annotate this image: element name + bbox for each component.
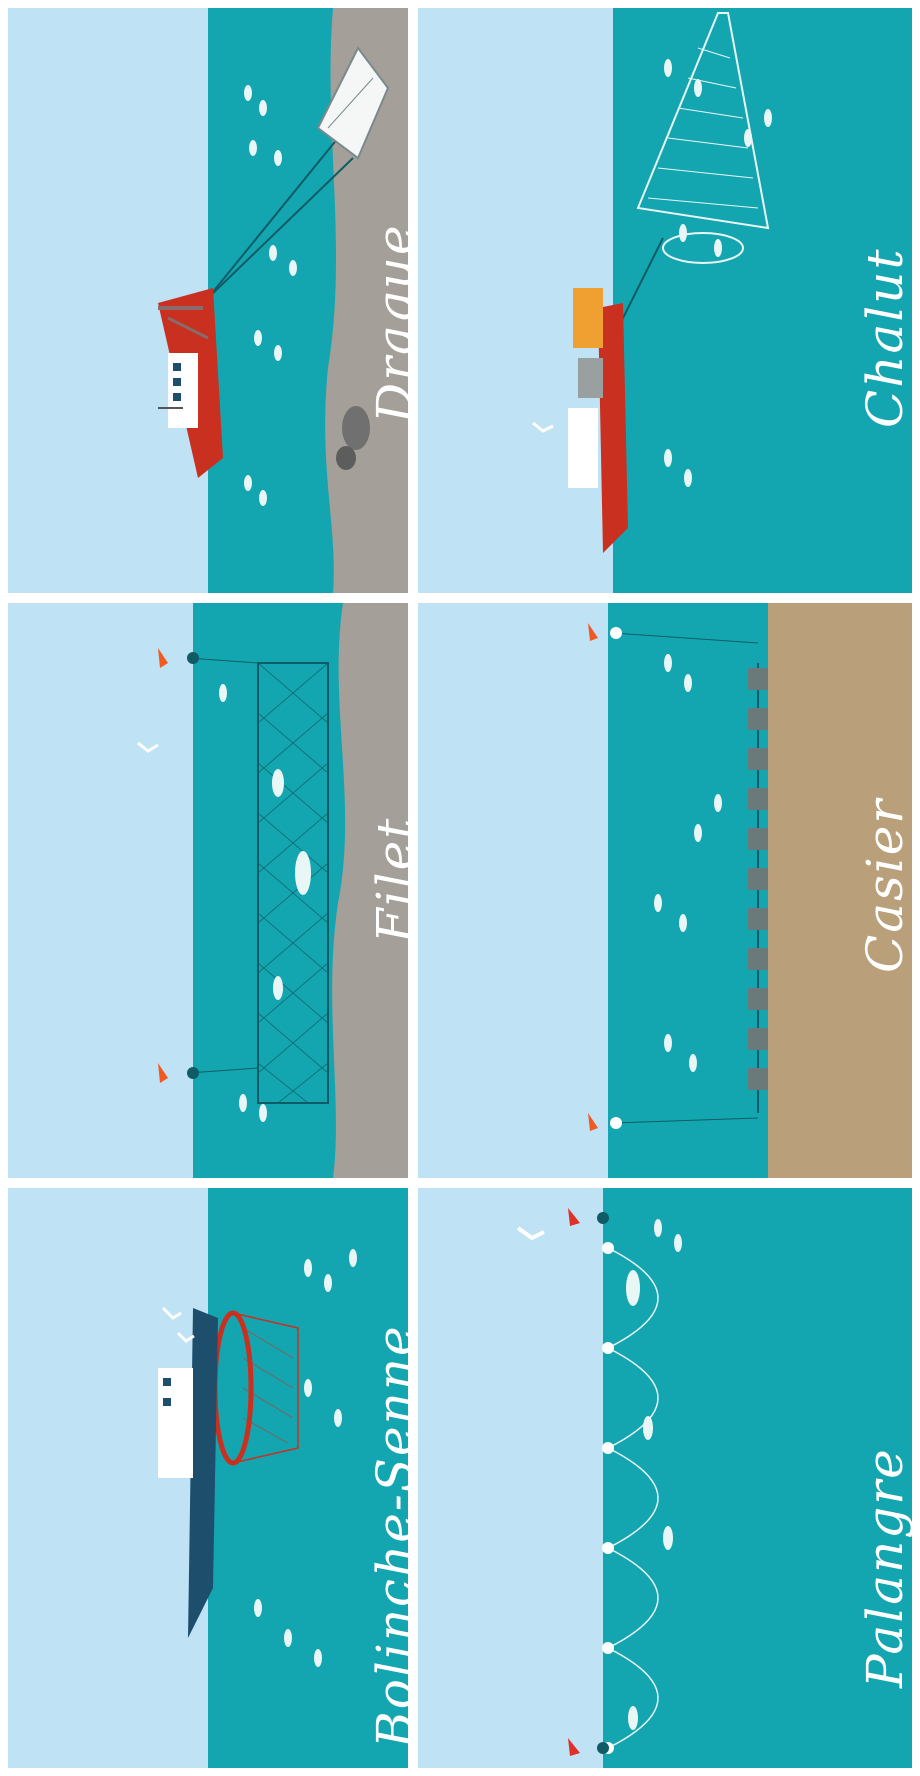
label-drague: Drague <box>366 223 408 423</box>
panel-casier: Casier <box>418 603 912 1178</box>
label-bolinche: Bolinche-Senne <box>366 1324 408 1748</box>
panel-filet: Filet <box>8 603 408 1178</box>
label-palangre: Palangre <box>856 1447 912 1688</box>
label-filet: Filet <box>366 817 408 943</box>
panel-chalut: Chalut <box>418 8 912 593</box>
label-chalut: Chalut <box>856 247 912 428</box>
panel-drague: Drague <box>8 8 408 593</box>
panel-palangre: Palangre <box>418 1188 912 1768</box>
panel-bolinche: Bolinche-Senne <box>8 1188 408 1768</box>
label-casier: Casier <box>856 798 912 973</box>
